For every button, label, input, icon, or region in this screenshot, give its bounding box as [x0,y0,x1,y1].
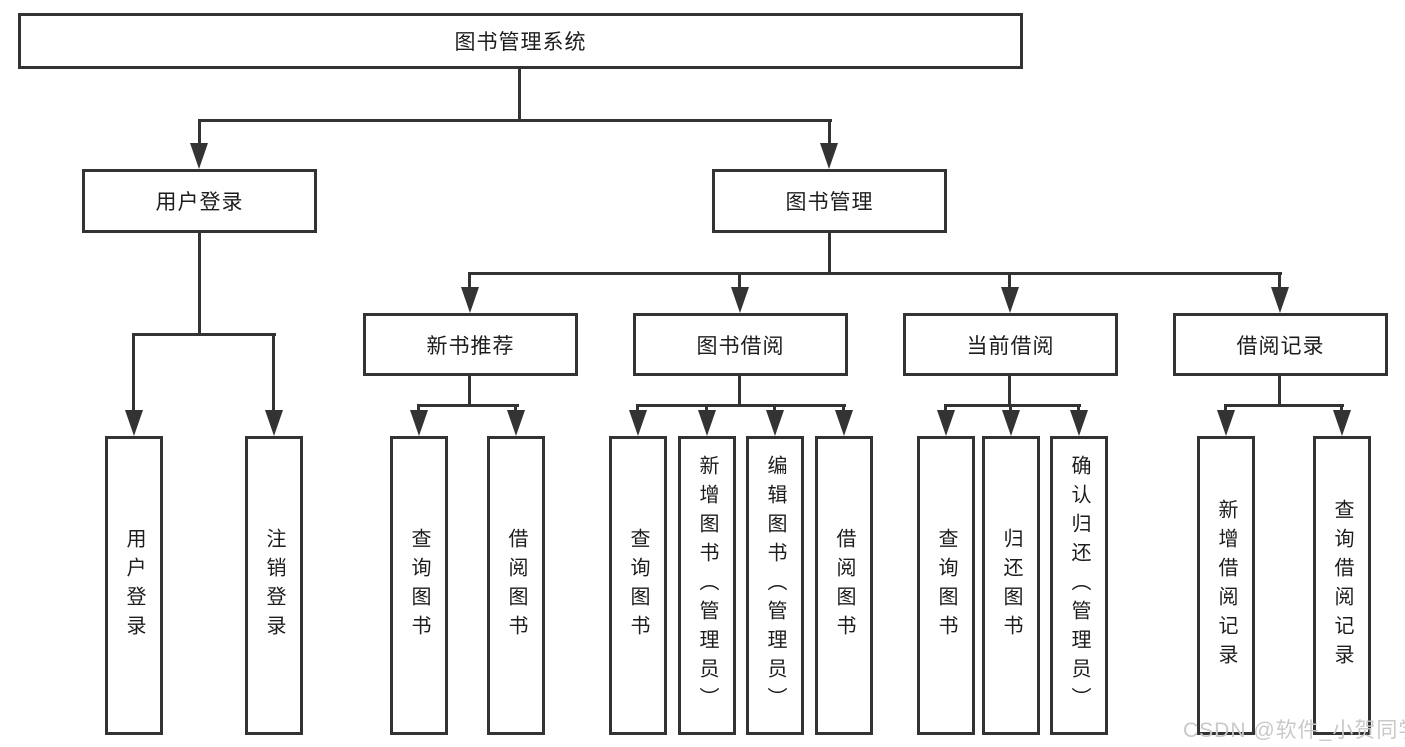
arrow-down-icon [125,410,143,436]
connector-line [132,333,276,336]
connector-line [1009,404,1012,413]
connector-line [842,404,845,413]
connector-line [1224,404,1227,413]
arrow-down-icon [698,410,716,436]
connector-line [1224,404,1344,407]
leaf-label: 确认归还（管理员） [1068,455,1090,716]
connector-line [636,404,639,413]
node-confirm-return-admin: 确认归还（管理员） [1050,436,1108,735]
node-borrow-books-borrow: 借阅图书 [815,436,873,735]
connector-line [417,404,519,407]
connector-line [198,233,201,336]
node-logout-action: 注销登录 [245,436,303,735]
arrow-down-icon [265,410,283,436]
leaf-label: 查询图书 [408,527,430,644]
connector-line [773,404,776,413]
connector-line [518,68,521,122]
leaf-label: 注销登录 [263,527,285,644]
leaf-label: 新增借阅记录 [1215,498,1237,673]
connector-line [468,272,1282,275]
node-borrow-books-recommend: 借阅图书 [487,436,545,735]
connector-line [132,333,135,413]
connector-line [738,376,741,407]
arrow-down-icon [820,143,838,169]
leaf-label: 新增图书（管理员） [696,455,718,716]
leaf-label: 借阅图书 [505,527,527,644]
node-borrow-records: 借阅记录 [1173,313,1388,376]
node-book-borrow: 图书借阅 [633,313,848,376]
leaf-label: 查询图书 [627,527,649,644]
connector-line [417,404,420,413]
node-query-books-current: 查询图书 [917,436,975,735]
arrow-down-icon [731,287,749,313]
connector-line [198,119,832,122]
node-user-login-action: 用户登录 [105,436,163,735]
node-edit-books-admin: 编辑图书（管理员） [746,436,804,735]
connector-line [272,333,275,413]
leaf-label: 查询图书 [935,527,957,644]
arrow-down-icon [507,410,525,436]
connector-line [944,404,947,413]
connector-line [738,272,741,290]
connector-line [468,376,471,407]
connector-line [514,404,517,413]
node-add-borrow-record: 新增借阅记录 [1197,436,1255,735]
leaf-label: 用户登录 [123,527,145,644]
leaf-label: 归还图书 [1000,527,1022,644]
connector-line [705,404,708,413]
arrow-down-icon [766,410,784,436]
leaf-label: 编辑图书（管理员） [764,455,786,716]
node-query-borrow-record: 查询借阅记录 [1313,436,1371,735]
connector-line [1278,272,1281,290]
node-current-borrow: 当前借阅 [903,313,1118,376]
arrow-down-icon [461,287,479,313]
csdn-watermark: CSDN @软件_小贺同学 [1183,719,1405,742]
node-user-login: 用户登录 [82,169,317,233]
connector-line [1278,376,1281,407]
arrow-down-icon [190,143,208,169]
leaf-label: 借阅图书 [833,527,855,644]
connector-line [1340,404,1343,413]
connector-line [1008,272,1011,290]
arrow-down-icon [1333,410,1351,436]
arrow-down-icon [1217,410,1235,436]
connector-line [828,119,831,147]
node-library-management-system: 图书管理系统 [18,13,1023,69]
connector-line [198,119,201,147]
arrow-down-icon [937,410,955,436]
connector-line [1077,404,1080,413]
connector-line [828,233,831,275]
node-new-book-recommend: 新书推荐 [363,313,578,376]
node-add-books-admin: 新增图书（管理员） [678,436,736,735]
node-book-management: 图书管理 [712,169,947,233]
connector-line [636,404,846,407]
arrow-down-icon [1001,287,1019,313]
node-return-books: 归还图书 [982,436,1040,735]
connector-line [1008,376,1011,407]
arrow-down-icon [835,410,853,436]
connector-line [944,404,1081,407]
arrow-down-icon [1070,410,1088,436]
arrow-down-icon [410,410,428,436]
arrow-down-icon [1002,410,1020,436]
node-query-books-borrow: 查询图书 [609,436,667,735]
arrow-down-icon [1271,287,1289,313]
node-query-books-recommend: 查询图书 [390,436,448,735]
connector-line [468,272,471,290]
arrow-down-icon [629,410,647,436]
leaf-label: 查询借阅记录 [1331,498,1353,673]
